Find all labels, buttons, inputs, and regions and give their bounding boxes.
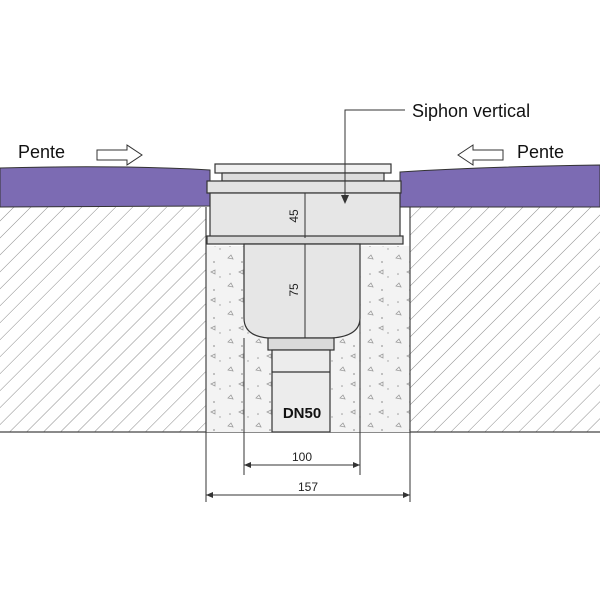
dimension-45: 45	[287, 209, 301, 223]
outlet-spigot	[267, 337, 335, 351]
horizontal-dimensions	[205, 244, 411, 502]
siphon-leader-line	[344, 109, 405, 202]
slope-arrow-right-icon	[96, 144, 143, 166]
siphon-label: Siphon vertical	[412, 101, 530, 121]
outlet-pipe	[271, 349, 331, 433]
sloped-screed	[0, 164, 600, 208]
slope-label-left: Pente	[18, 142, 65, 162]
screed-right	[399, 164, 600, 208]
screed-left	[0, 166, 211, 208]
dimension-157: 157	[298, 480, 318, 494]
dimension-arrowheads	[206, 462, 410, 498]
drain-flange	[206, 180, 402, 194]
drain-grate	[214, 163, 392, 174]
slope-arrow-left-icon	[457, 144, 504, 166]
dimension-75: 75	[287, 283, 301, 297]
siphon-cup	[243, 243, 361, 339]
dimension-100: 100	[292, 450, 312, 464]
concrete-slab	[0, 207, 600, 433]
pipe-size-label: DN50	[283, 405, 321, 422]
drain-body	[206, 163, 404, 433]
leader-arrowhead	[341, 195, 349, 204]
slope-label-right: Pente	[517, 142, 564, 162]
